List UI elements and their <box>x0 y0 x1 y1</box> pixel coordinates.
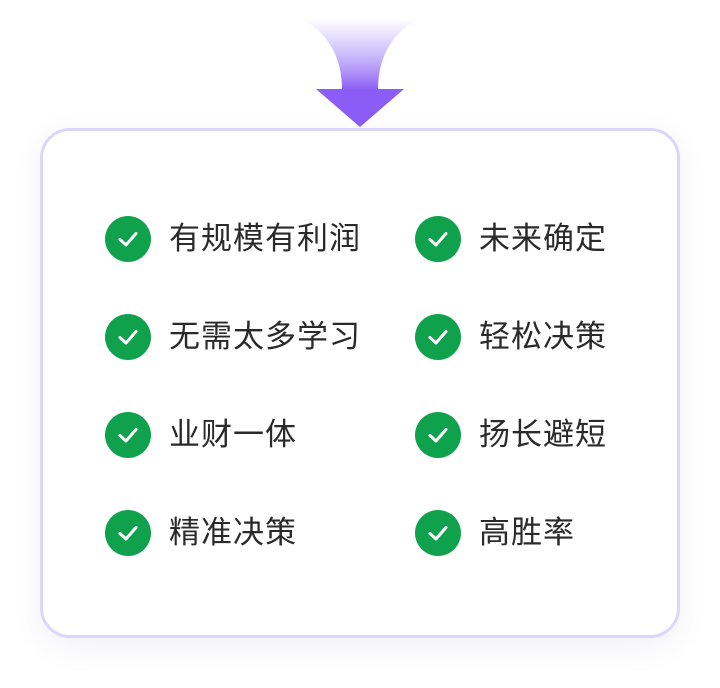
feature-item: 高胜率 <box>415 508 675 558</box>
check-circle-icon <box>415 216 461 262</box>
feature-item: 未来确定 <box>415 214 675 264</box>
feature-label: 无需太多学习 <box>169 318 361 355</box>
check-circle-icon <box>415 412 461 458</box>
feature-item: 轻松决策 <box>415 312 675 362</box>
check-circle-icon <box>415 510 461 556</box>
check-circle-icon <box>105 412 151 458</box>
check-circle-icon <box>105 510 151 556</box>
feature-label: 高胜率 <box>479 514 575 551</box>
features-card: 有规模有利润 未来确定 无需太多学习 轻松决策 <box>40 128 680 638</box>
feature-item: 业财一体 <box>105 410 415 460</box>
feature-item: 无需太多学习 <box>105 312 415 362</box>
check-circle-icon <box>105 216 151 262</box>
feature-item: 有规模有利润 <box>105 214 415 264</box>
feature-label: 扬长避短 <box>479 416 607 453</box>
check-circle-icon <box>105 314 151 360</box>
arrow-down-icon <box>300 18 420 127</box>
feature-label: 未来确定 <box>479 220 607 257</box>
feature-label: 精准决策 <box>169 514 297 551</box>
feature-label: 轻松决策 <box>479 318 607 355</box>
feature-item: 精准决策 <box>105 508 415 558</box>
feature-item: 扬长避短 <box>415 410 675 460</box>
check-circle-icon <box>415 314 461 360</box>
feature-label: 业财一体 <box>169 416 297 453</box>
feature-label: 有规模有利润 <box>169 220 361 257</box>
features-grid: 有规模有利润 未来确定 无需太多学习 轻松决策 <box>105 214 675 606</box>
